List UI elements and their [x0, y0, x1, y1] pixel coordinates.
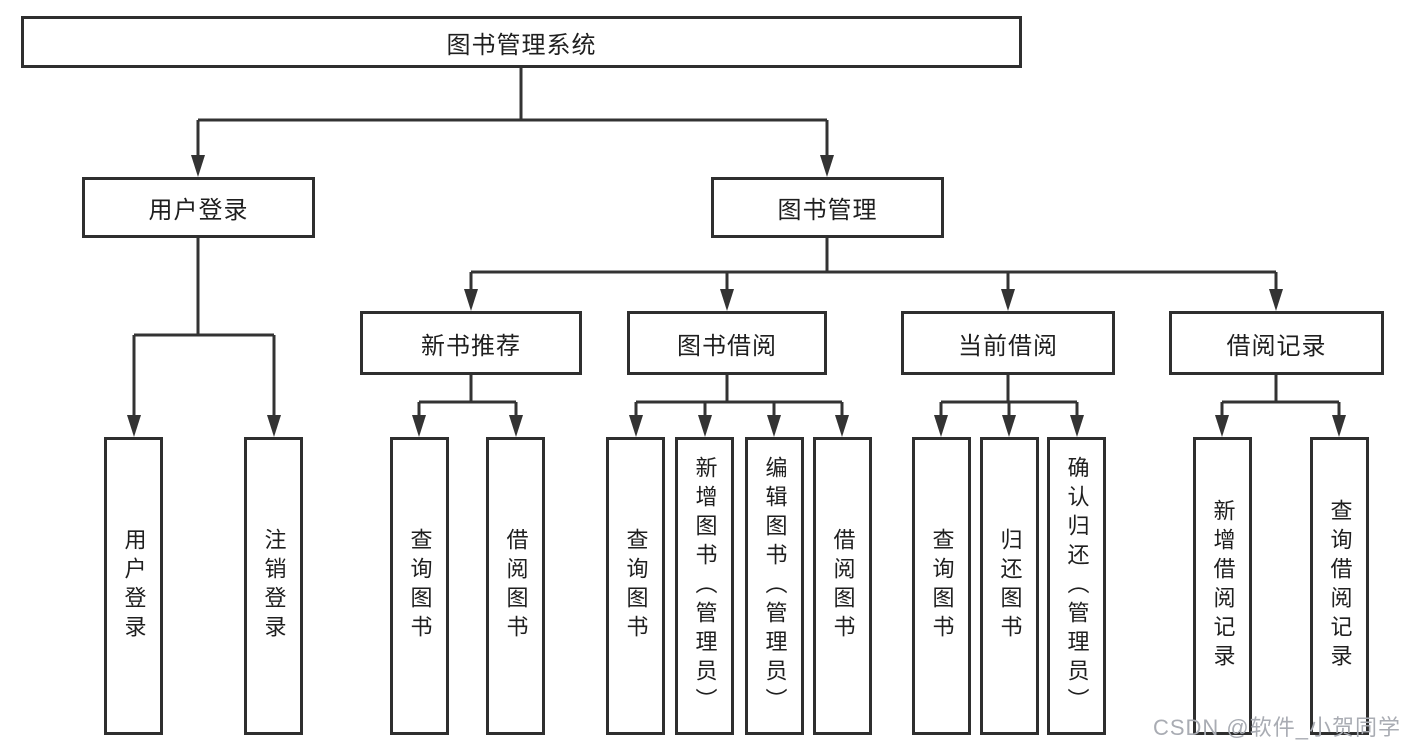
leaf-query-books-borrowing: 查询图书	[606, 437, 665, 735]
node-user-login-label: 用户登录	[148, 197, 249, 224]
leaf-borrow-books-recommend: 借阅图书	[486, 437, 545, 735]
arrow-icon	[1215, 415, 1229, 437]
arrow-icon	[629, 415, 643, 437]
arrow-icon	[835, 415, 849, 437]
node-user-login: 用户登录	[82, 177, 315, 238]
node-current-borrowing: 当前借阅	[901, 311, 1115, 375]
arrowheads	[127, 155, 1346, 437]
leaf-confirm-return-admin-label: 确认归还（管理员）	[1064, 455, 1090, 717]
node-book-management-label: 图书管理	[777, 197, 878, 224]
leaf-return-books-label: 归还图书	[997, 528, 1023, 644]
node-root: 图书管理系统	[21, 16, 1022, 68]
leaf-query-books-current-label: 查询图书	[929, 528, 955, 644]
arrow-icon	[820, 155, 834, 177]
leaf-edit-books-admin-label: 编辑图书（管理员）	[762, 455, 788, 717]
leaf-query-books-borrowing-label: 查询图书	[623, 528, 649, 644]
arrow-icon	[1002, 415, 1016, 437]
arrow-icon	[1001, 289, 1015, 311]
leaf-query-books-recommend: 查询图书	[390, 437, 449, 735]
arrow-icon	[127, 415, 141, 437]
leaf-user-login: 用户登录	[104, 437, 163, 735]
arrow-icon	[1332, 415, 1346, 437]
leaf-add-borrow-record: 新增借阅记录	[1193, 437, 1252, 735]
leaf-borrow-books-label: 借阅图书	[830, 528, 856, 644]
leaf-logout-label: 注销登录	[261, 528, 287, 644]
leaf-query-borrow-record: 查询借阅记录	[1310, 437, 1369, 735]
leaf-return-books: 归还图书	[980, 437, 1039, 735]
leaf-borrow-books: 借阅图书	[813, 437, 872, 735]
leaf-query-borrow-record-label: 查询借阅记录	[1327, 499, 1353, 673]
node-book-management: 图书管理	[711, 177, 944, 238]
node-book-borrowing: 图书借阅	[627, 311, 827, 375]
leaf-add-borrow-record-label: 新增借阅记录	[1210, 499, 1236, 673]
arrow-icon	[720, 289, 734, 311]
arrow-icon	[267, 415, 281, 437]
leaf-borrow-books-recommend-label: 借阅图书	[503, 528, 529, 644]
node-new-book-recommendation-label: 新书推荐	[421, 332, 521, 360]
arrow-icon	[412, 415, 426, 437]
leaf-edit-books-admin: 编辑图书（管理员）	[745, 437, 804, 735]
arrow-icon	[1269, 289, 1283, 311]
leaf-logout: 注销登录	[244, 437, 303, 735]
arrow-icon	[698, 415, 712, 437]
leaf-user-login-label: 用户登录	[121, 528, 147, 644]
leaf-query-books-current: 查询图书	[912, 437, 971, 735]
csdn-watermark: CSDN @软件_小贺同学	[1152, 715, 1401, 740]
leaf-add-books-admin-label: 新增图书（管理员）	[692, 455, 718, 717]
arrow-icon	[1070, 415, 1084, 437]
leaf-query-books-recommend-label: 查询图书	[407, 528, 433, 644]
arrow-icon	[509, 415, 523, 437]
leaf-add-books-admin: 新增图书（管理员）	[675, 437, 734, 735]
arrow-icon	[934, 415, 948, 437]
arrow-icon	[191, 155, 205, 177]
node-current-borrowing-label: 当前借阅	[958, 332, 1058, 360]
node-book-borrowing-label: 图书借阅	[677, 332, 777, 360]
node-new-book-recommendation: 新书推荐	[360, 311, 582, 375]
node-root-label: 图书管理系统	[446, 31, 597, 59]
node-borrowing-records: 借阅记录	[1169, 311, 1384, 375]
node-borrowing-records-label: 借阅记录	[1226, 332, 1327, 360]
arrow-icon	[464, 289, 478, 311]
leaf-confirm-return-admin: 确认归还（管理员）	[1047, 437, 1106, 735]
arrow-icon	[767, 415, 781, 437]
